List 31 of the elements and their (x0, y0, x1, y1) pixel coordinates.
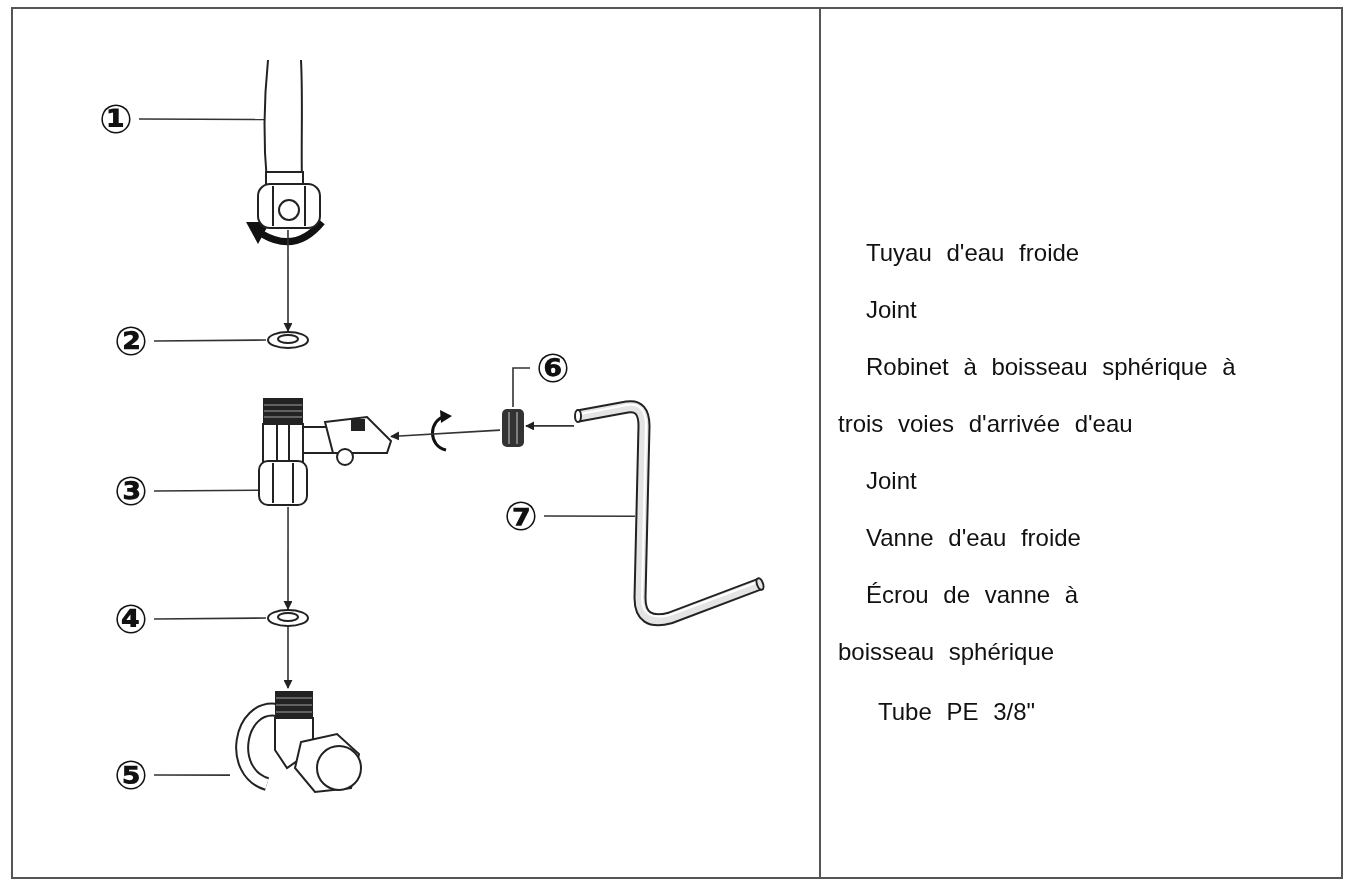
hose-drawing (255, 60, 323, 230)
callout-number: ③ (108, 468, 154, 514)
arrow (525, 421, 575, 431)
leader-line (153, 339, 267, 342)
gasket-drawing (266, 331, 310, 349)
callout-number: ⑤ (108, 752, 154, 798)
part-name-text: Joint (865, 295, 918, 325)
callout-number: ⑥ (530, 345, 576, 391)
part-name-text: Tube PE 3/8" (878, 697, 1036, 727)
leader-line (153, 617, 267, 620)
callout-number: ② (108, 318, 154, 364)
leader-line (138, 118, 266, 121)
arrow (283, 229, 293, 332)
gasket-drawing (266, 609, 310, 627)
leader-line (512, 367, 531, 408)
callout-number: ④ (108, 596, 154, 642)
part-name-text: Joint (865, 466, 918, 496)
part-name-text: Écrou de vanne à boisseau sphérique (838, 580, 1080, 667)
callout-number: ⑦ (498, 493, 544, 539)
three-way-valve-drawing (255, 395, 395, 507)
nut-drawing (500, 407, 526, 449)
callout-number: ① (93, 96, 139, 142)
leader-line (543, 515, 636, 518)
leader-line (153, 489, 259, 492)
part-name-text: Vanne d'eau froide (865, 523, 1082, 553)
part-name-text: Robinet à boisseau sphérique à trois voies d'arrivée d'eau (838, 352, 1237, 439)
arrow (283, 506, 293, 610)
arrow (283, 626, 293, 689)
arrow (390, 429, 501, 441)
part-name-text: Tuyau d'eau froide (865, 238, 1081, 268)
leader-line (153, 774, 231, 776)
